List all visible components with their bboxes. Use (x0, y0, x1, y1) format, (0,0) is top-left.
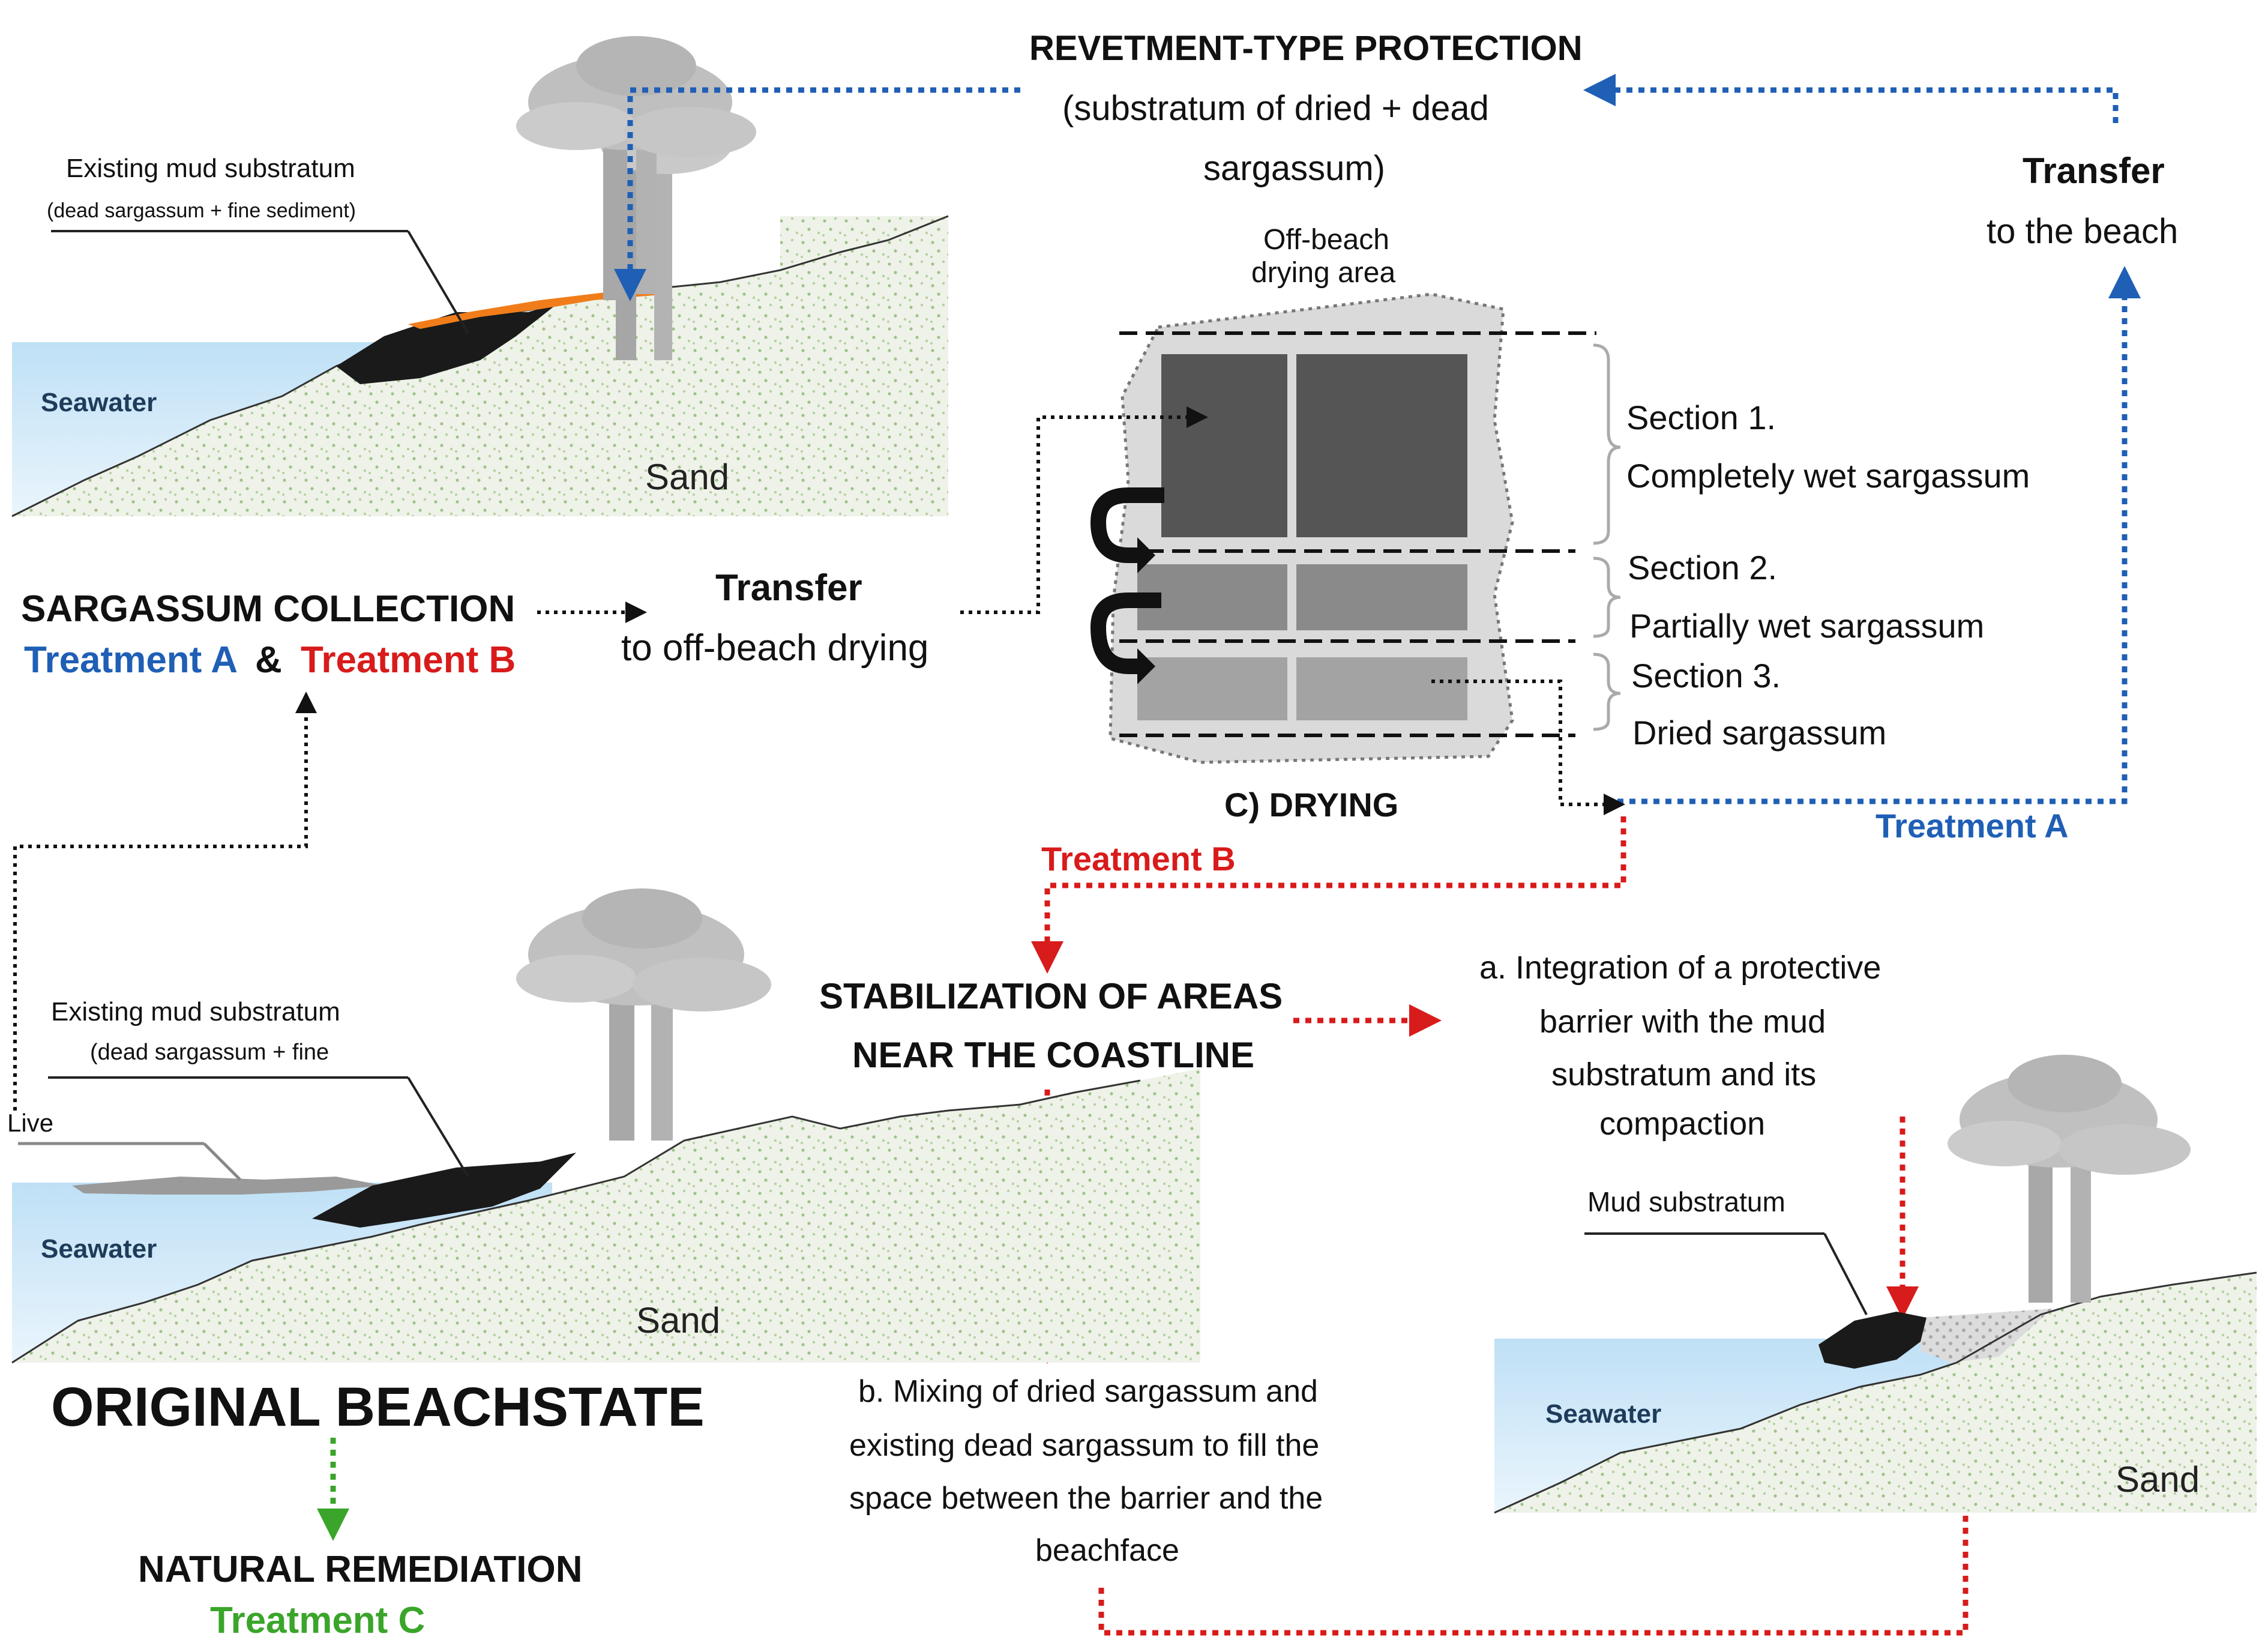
section2-block-left (1137, 564, 1287, 630)
drying-caption: C) DRYING (1224, 786, 1398, 824)
section3-block-left (1137, 657, 1287, 720)
arrow-treatment-b-down (1031, 816, 1626, 974)
seawater-label: Seawater (41, 388, 157, 417)
original-title: ORIGINAL BEACHSTATE (51, 1376, 705, 1438)
section1-title: Section 1. (1626, 399, 1776, 436)
sand-label: Sand (645, 457, 729, 497)
collection-treatments: Treatment A & Treatment B (24, 639, 516, 681)
mud-label-original-title: Existing mud substratum (51, 997, 340, 1026)
treatment-a-label: Treatment A (1875, 807, 2069, 845)
stabilization-line-1: STABILIZATION OF AREAS (819, 976, 1283, 1016)
mud-label-sub: (dead sargassum + fine sediment) (47, 199, 356, 222)
option-a-line-1: a. Integration of a protective (1479, 950, 1881, 986)
sand-label-original: Sand (636, 1300, 720, 1340)
mud-label-original-sub: (dead sargassum + fine (90, 1040, 329, 1065)
live-label: Live (7, 1109, 53, 1137)
section1-block-left (1161, 354, 1287, 537)
section1-block-right (1296, 354, 1467, 537)
natural-treatment: Treatment C (210, 1600, 425, 1641)
panel-beach-original: Seawater Sand (11, 1069, 1200, 1364)
mud-label-stabilized: Mud substratum (1587, 1186, 1785, 1217)
section3-block-right (1296, 657, 1467, 720)
treatment-b-label: Treatment B (1041, 840, 1236, 878)
flow-arrow-1 (1090, 487, 1164, 563)
transfer-beach-title: Transfer (2023, 151, 2165, 191)
mud-label-title: Existing mud substratum (66, 154, 355, 183)
option-a-line-3: substratum and its (1551, 1057, 1816, 1093)
transfer-drying-sub: to off-beach drying (621, 627, 928, 669)
option-b-line-1: b. Mixing of dried sargassum and (858, 1374, 1318, 1409)
mud-layer-original (312, 1153, 576, 1228)
arrow-revetment-to-beach (614, 87, 1020, 301)
drying-area-label-1: Off-beach (1263, 224, 1389, 256)
revetment-sub-2: sargassum) (1203, 149, 1385, 188)
flow-arrow-2 (1090, 592, 1161, 674)
drying-area-label-2: drying area (1251, 257, 1395, 289)
arrow-transfer-to-revetment (1583, 74, 2119, 123)
transfer-drying-title: Transfer (715, 567, 862, 609)
option-b-line-4: beachface (1035, 1533, 1179, 1568)
section1-desc: Completely wet sargassum (1626, 457, 2030, 495)
barrier-mud (1818, 1312, 1927, 1369)
option-b-line-2: existing dead sargassum to fill the (849, 1428, 1319, 1463)
orange-layer (408, 288, 660, 329)
seawater-label-stabilized: Seawater (1545, 1399, 1661, 1429)
revetment-sub-1: (substratum of dried + dead (1062, 89, 1489, 128)
panel-beach-top: Existing mud substratum (dead sargassum … (11, 45, 949, 517)
drying-area (1090, 292, 1621, 764)
fill-mixture (1921, 1309, 2053, 1363)
collection-treatment-b: Treatment B (301, 639, 516, 681)
stabilization-line-2: NEAR THE COASTLINE (852, 1035, 1254, 1075)
seawater-label-original: Seawater (41, 1234, 157, 1264)
section2-title: Section 2. (1628, 549, 1777, 586)
revetment-title: REVETMENT-TYPE PROTECTION (1029, 29, 1583, 68)
panel-beach-stabilized: Seawater Sand (1494, 1232, 2257, 1514)
sand-slope (12, 216, 948, 516)
section2-desc: Partially wet sargassum (1629, 607, 1984, 645)
sand-label-stabilized: Sand (2116, 1459, 2200, 1500)
section2-block-right (1296, 564, 1467, 630)
option-b-line-3: space between the barrier and the (849, 1481, 1323, 1516)
arrow-section3-out (1431, 680, 1625, 815)
option-a-line-4: compaction (1599, 1106, 1765, 1142)
arrow-treatment-a-up (1617, 266, 2141, 804)
transfer-beach-sub: to the beach (1987, 212, 2178, 251)
mud-layer (336, 303, 558, 384)
live-sargassum (72, 1177, 384, 1195)
natural-title: NATURAL REMEDIATION (138, 1549, 583, 1590)
collection-title: SARGASSUM COLLECTION (21, 588, 515, 630)
section3-title: Section 3. (1631, 657, 1781, 695)
collection-treatment-a: Treatment A (24, 639, 237, 681)
section3-desc: Dried sargassum (1632, 714, 1886, 752)
option-a-line-2: barrier with the mud (1539, 1004, 1826, 1040)
